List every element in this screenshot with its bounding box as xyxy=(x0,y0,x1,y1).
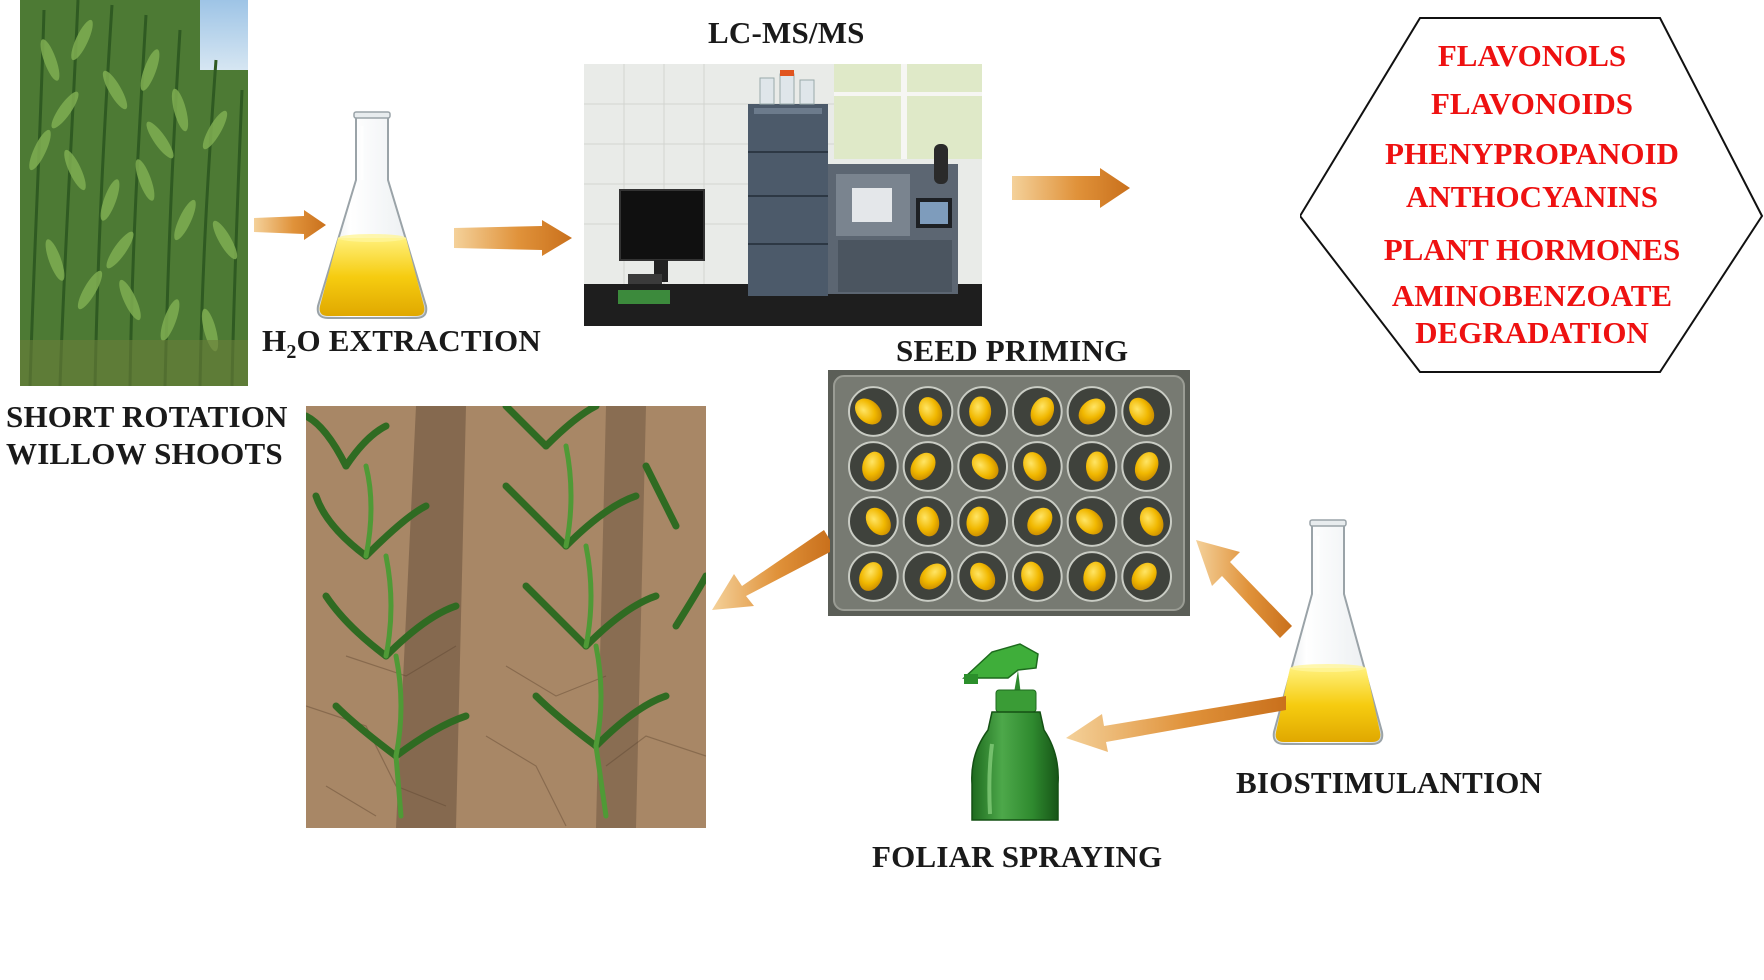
extraction-label-h: H xyxy=(262,323,287,358)
willow-photo xyxy=(20,0,248,386)
maize-seed xyxy=(969,396,992,427)
maize-seed xyxy=(1131,562,1157,591)
flask-icon xyxy=(316,110,428,320)
maize-seed xyxy=(862,451,885,482)
compound-anthocyanins-text: ANTHOCYANINS xyxy=(1405,178,1659,214)
biostimulation-label: BIOSTIMULANTION xyxy=(1236,764,1542,801)
extraction-label-rest: O EXTRACTION xyxy=(296,323,541,358)
compound-degradation-text: DEGRADATION xyxy=(1415,314,1649,350)
maize-seed xyxy=(1078,398,1106,425)
extraction-label: H2O EXTRACTION xyxy=(262,322,541,364)
maize-seed xyxy=(1083,561,1106,592)
maize-seed xyxy=(919,563,947,590)
arrow-plate-to-field xyxy=(712,530,830,610)
maize-seed xyxy=(970,562,996,591)
arrow-flask-to-plate xyxy=(1196,540,1292,638)
spray-bottle-icon xyxy=(958,634,1064,824)
arrow-flask-to-spray xyxy=(1066,696,1286,752)
foliar-label: FOLIAR SPRAYING xyxy=(872,838,1162,875)
foliar-label-text: FOLIAR SPRAYING xyxy=(872,839,1163,874)
maize-seed xyxy=(916,506,940,537)
maize-seed xyxy=(865,507,891,536)
compound-flavonoids-text: FLAVONOIDS xyxy=(1430,86,1634,121)
maize-seed xyxy=(1076,508,1103,535)
lcms-label: LC-MS/MS xyxy=(708,14,865,51)
maize-seed xyxy=(966,506,989,537)
compound-aminobenzoate: AMINOBENZOATE DEGRADATION xyxy=(1300,278,1764,351)
maize-seed xyxy=(1129,397,1155,426)
maize-seed xyxy=(918,397,943,426)
maize-seed xyxy=(1027,507,1053,536)
compound-aminobenzoate-text: AMINOBENZOATE xyxy=(1391,278,1673,313)
arrow-extraction-to-lcms xyxy=(454,220,572,256)
compound-plant-hormones-text: PLANT HORMONES xyxy=(1383,232,1681,267)
compound-flavonols: FLAVONOLS xyxy=(1300,38,1764,75)
maize-seed xyxy=(1139,507,1164,536)
willow-label: SHORT ROTATION WILLOW SHOOTS xyxy=(6,398,288,472)
maize-seed xyxy=(910,452,936,481)
compound-flavonoids: FLAVONOIDS xyxy=(1300,86,1764,123)
seed-plate-photo xyxy=(828,370,1190,616)
compound-flavonols-text: FLAVONOLS xyxy=(1437,38,1627,73)
maize-field-photo xyxy=(306,406,706,828)
arrow-willow-to-extraction xyxy=(254,210,326,240)
compound-list: FLAVONOLS FLAVONOIDS PHENYPROPANOID ANTH… xyxy=(1300,16,1764,418)
extraction-label-sub: 2 xyxy=(286,341,297,364)
compound-phenypropanoid-anthocyanins: PHENYPROPANOID ANTHOCYANINS xyxy=(1300,136,1764,215)
maize-seed xyxy=(1021,561,1044,592)
flask-icon-biostimulation xyxy=(1272,518,1384,748)
maize-seed xyxy=(859,562,883,591)
arrow-lcms-to-compounds xyxy=(1012,168,1130,208)
maize-seed xyxy=(1023,452,1047,481)
hexagon-outline xyxy=(1300,17,1764,373)
willow-label-line2: WILLOW SHOOTS xyxy=(6,436,283,472)
compound-plant-hormones: PLANT HORMONES xyxy=(1300,232,1764,269)
seed-priming-label-text: SEED PRIMING xyxy=(896,333,1129,368)
seed-priming-label: SEED PRIMING xyxy=(896,332,1128,369)
maize-seed xyxy=(971,453,999,480)
compounds-hexagon: FLAVONOLS FLAVONOIDS PHENYPROPANOID ANTH… xyxy=(1300,16,1764,418)
maize-seed xyxy=(1086,451,1108,482)
biostimulation-label-text: BIOSTIMULANTION xyxy=(1236,765,1543,800)
compound-phenypropanoid-text: PHENYPROPANOID xyxy=(1385,136,1679,171)
lcms-label-text: LC-MS/MS xyxy=(708,15,865,50)
maize-seed xyxy=(1030,397,1055,426)
lcms-instrument-photo xyxy=(584,64,982,326)
maize-seed xyxy=(854,398,882,425)
willow-label-line1: SHORT ROTATION xyxy=(6,399,288,434)
maize-seed xyxy=(1134,452,1159,481)
